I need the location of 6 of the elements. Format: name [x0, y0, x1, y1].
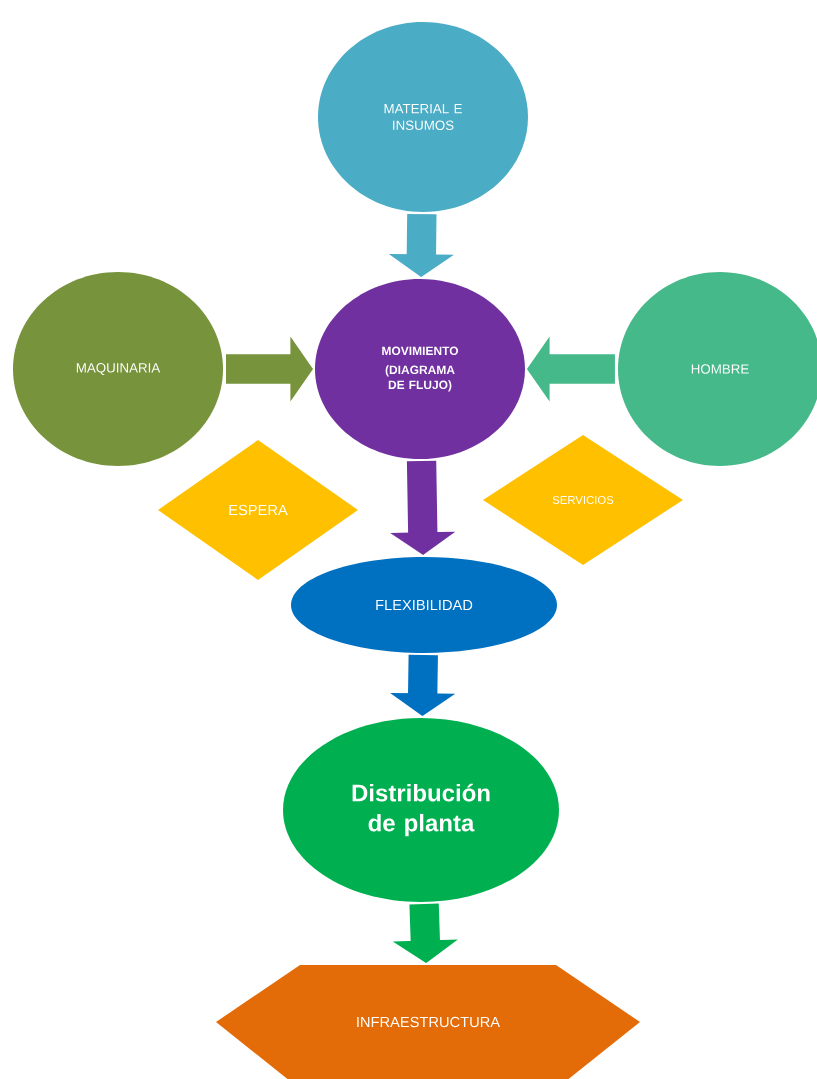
- ellipse-node: FLEXIBILIDAD: [291, 557, 557, 653]
- hexagon-box: INFRAESTRUCTURA: [216, 965, 640, 1079]
- ellipse-node: Distribución de planta: [283, 718, 559, 902]
- ellipse-node: MOVIMIENTO (DIAGRAMA DE FLUJO): [315, 279, 525, 459]
- ellipse-node: MAQUINARIA: [13, 272, 223, 466]
- ellipse-node: MATERIAL E INSUMOS: [318, 22, 528, 212]
